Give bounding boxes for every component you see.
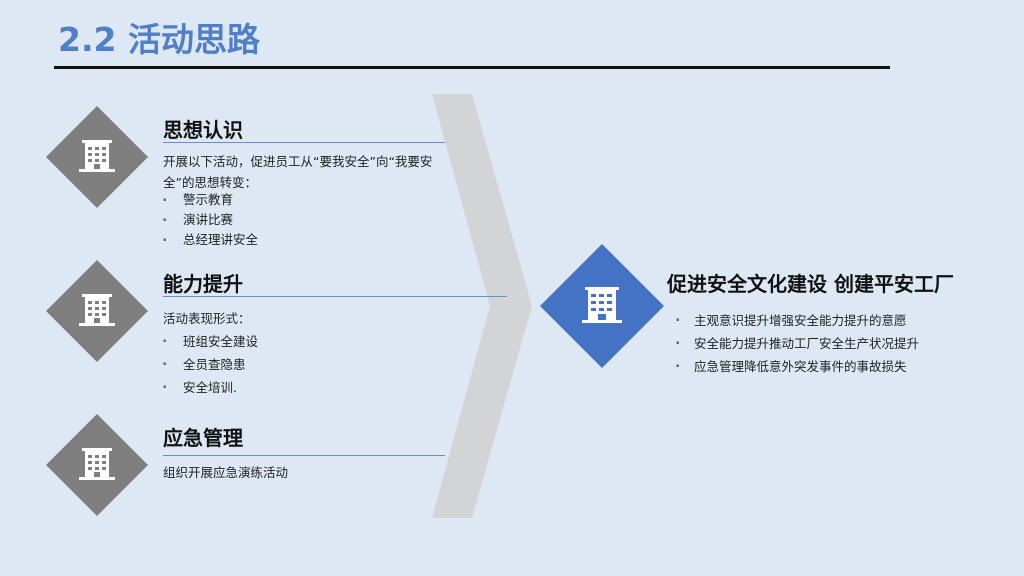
goal-diamond: [540, 244, 664, 368]
goal-title: 促进安全文化建设 创建平安工厂: [667, 272, 954, 296]
list-item: 总经理讲安全: [163, 230, 258, 250]
group-3-divider: [163, 455, 445, 456]
group-2-bullets: 班组安全建设 全员查隐患 安全培训.: [163, 330, 258, 399]
group-1-diamond: [46, 106, 148, 208]
goal-bullets: 主观意识提升增强安全能力提升的意愿 安全能力提升推动工厂安全生产状况提升 应急管…: [676, 309, 919, 378]
group-2-divider: [163, 296, 507, 297]
group-1-description: 开展以下活动，促进员工从“要我安全”向“我要安全”的思想转变：: [163, 154, 433, 190]
group-2-title: 能力提升: [163, 272, 243, 296]
group-2-description: 活动表现形式：: [163, 311, 251, 326]
group-2-diamond: [46, 260, 148, 362]
list-item: 安全能力提升推动工厂安全生产状况提升: [676, 332, 919, 355]
group-1-divider: [163, 142, 445, 143]
list-item: 应急管理降低意外突发事件的事故损失: [676, 355, 919, 378]
list-item: 安全培训.: [163, 376, 258, 399]
list-item: 全员查隐患: [163, 353, 258, 376]
group-3-diamond: [46, 414, 148, 516]
list-item: 主观意识提升增强安全能力提升的意愿: [676, 309, 919, 332]
list-item: 演讲比赛: [163, 210, 258, 230]
group-1-title: 思想认识: [163, 118, 243, 142]
title-divider: [54, 66, 890, 69]
page-title: 2.2 活动思路: [58, 20, 260, 59]
group-3-title: 应急管理: [163, 426, 243, 450]
list-item: 警示教育: [163, 190, 258, 210]
group-1-bullets: 警示教育 演讲比赛 总经理讲安全: [163, 190, 258, 250]
group-3-description: 组织开展应急演练活动: [163, 465, 289, 480]
list-item: 班组安全建设: [163, 330, 258, 353]
